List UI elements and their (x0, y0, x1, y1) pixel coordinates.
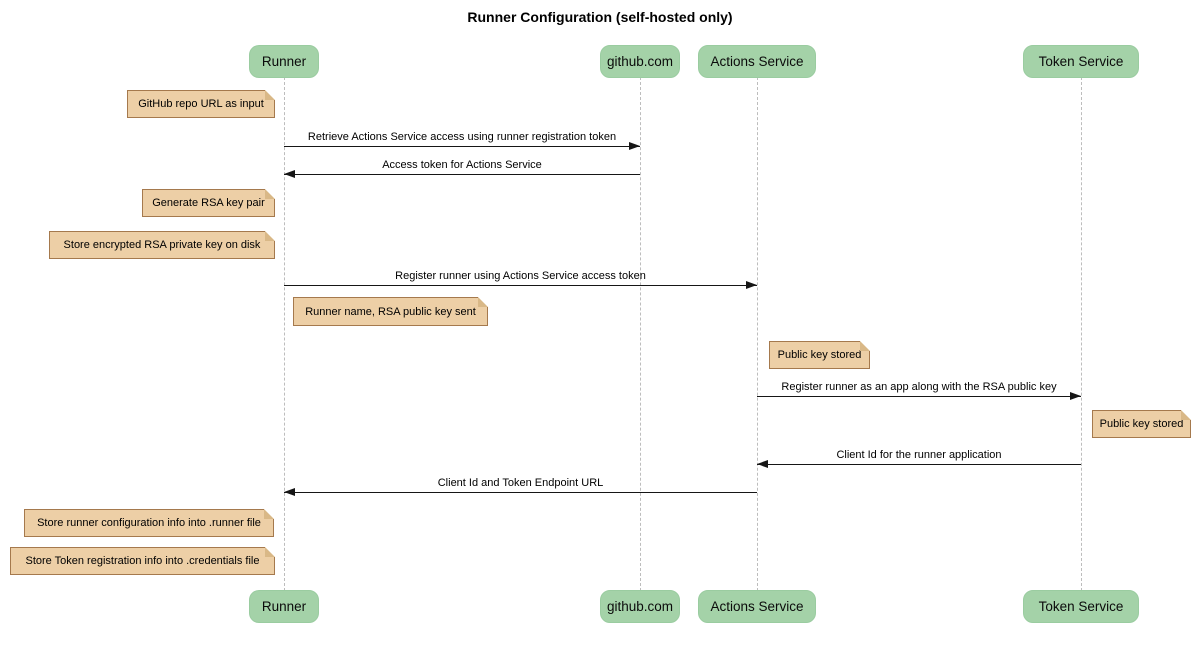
message-line-5 (284, 492, 757, 493)
message-line-0 (284, 146, 640, 147)
note-7-store-token-registration-inf: Store Token registration info into .cred… (10, 547, 275, 575)
note-6-store-runner-configuration-i: Store runner configuration info into .ru… (24, 509, 274, 537)
message-arrowhead-2 (746, 281, 757, 289)
participant-bottom-token-service: Token Service (1023, 590, 1139, 623)
lifeline-github-com (640, 77, 641, 591)
note-1-generate-rsa-key-pair: Generate RSA key pair (142, 189, 275, 217)
note-0-github-repo-url-as-input: GitHub repo URL as input (127, 90, 275, 118)
note-fold-corner (265, 189, 275, 199)
message-arrowhead-3 (1070, 392, 1081, 400)
participant-bottom-runner: Runner (249, 590, 319, 623)
note-fold-corner (265, 231, 275, 241)
message-label-2: Register runner using Actions Service ac… (395, 270, 646, 282)
note-fold-corner (265, 547, 275, 557)
participant-bottom-github-com: github.com (600, 590, 680, 623)
participant-top-token-service: Token Service (1023, 45, 1139, 78)
message-label-5: Client Id and Token Endpoint URL (437, 477, 604, 489)
note-fold-corner (264, 509, 274, 519)
participant-top-runner: Runner (249, 45, 319, 78)
lifeline-actions-service (757, 77, 758, 591)
participant-bottom-actions-service: Actions Service (698, 590, 816, 623)
note-fold-corner (265, 90, 275, 100)
message-label-4: Client Id for the runner application (836, 449, 1002, 461)
message-arrowhead-5 (284, 488, 295, 496)
message-arrowhead-4 (757, 460, 768, 468)
note-fold-corner (478, 297, 488, 307)
message-arrowhead-0 (629, 142, 640, 150)
message-line-3 (757, 396, 1081, 397)
note-2-store-encrypted-rsa-private-: Store encrypted RSA private key on disk (49, 231, 275, 259)
message-line-1 (284, 174, 640, 175)
message-label-3: Register runner as an app along with the… (781, 381, 1057, 393)
message-arrowhead-1 (284, 170, 295, 178)
note-3-runner-name-rsa-public-key-s: Runner name, RSA public key sent (293, 297, 488, 326)
message-line-2 (284, 285, 757, 286)
participant-top-github-com: github.com (600, 45, 680, 78)
note-fold-corner (1181, 410, 1191, 420)
diagram-title: Runner Configuration (self-hosted only) (467, 9, 733, 25)
note-5-public-key-stored: Public key stored (1092, 410, 1191, 438)
message-label-1: Access token for Actions Service (382, 159, 542, 171)
message-line-4 (757, 464, 1081, 465)
message-label-0: Retrieve Actions Service access using ru… (307, 131, 617, 143)
note-4-public-key-stored: Public key stored (769, 341, 870, 369)
participant-top-actions-service: Actions Service (698, 45, 816, 78)
note-fold-corner (860, 341, 870, 351)
lifeline-token-service (1081, 77, 1082, 591)
lifeline-runner (284, 77, 285, 591)
